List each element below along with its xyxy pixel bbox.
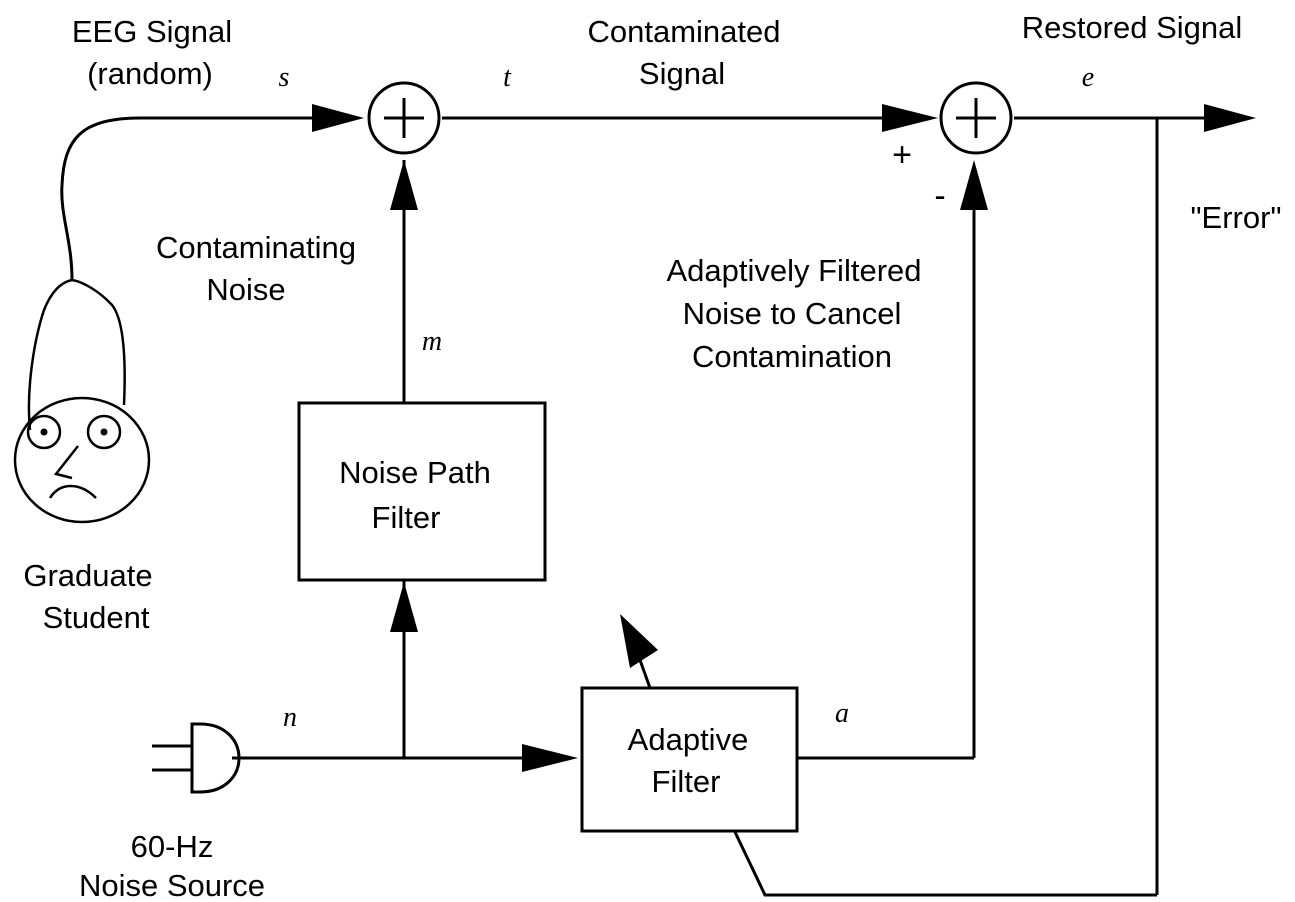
arrow-up-into-noise-path-filter	[390, 582, 418, 632]
arrow-into-adaptive-filter	[522, 744, 578, 772]
contaminating-noise-label-1: Contaminating	[156, 230, 356, 265]
signal-wires	[60, 116, 1212, 897]
noise-source-label-2: Noise Source	[79, 868, 265, 902]
noise-path-filter-label-2: Filter	[372, 500, 441, 535]
arrow-into-second-summer	[882, 104, 938, 132]
variable-m: m	[422, 326, 442, 357]
arrow-into-first-summer	[312, 104, 364, 132]
adaptive-note-label-3: Contamination	[692, 339, 892, 374]
eeg-signal-label: EEG Signal	[72, 14, 232, 49]
arrow-up-into-second-summer	[960, 160, 988, 210]
arrow-up-into-first-summer	[390, 160, 418, 210]
error-label: "Error"	[1191, 200, 1282, 235]
variable-a: a	[835, 698, 849, 729]
noise-path-filter-block: Noise Path Filter	[297, 401, 547, 582]
adaptive-filter-label-1: Adaptive	[628, 722, 749, 757]
arrowheads	[312, 104, 1256, 772]
arrow-output	[1204, 104, 1256, 132]
eeg-random-label: (random)	[87, 56, 213, 91]
variable-s: s	[279, 62, 290, 93]
student-face-icon	[13, 278, 151, 524]
noise-source-label-1: 60-Hz	[131, 829, 214, 864]
adaptive-note-label-2: Noise to Cancel	[683, 296, 902, 331]
contaminating-noise-label-2: Noise	[206, 272, 285, 307]
adaptive-filter-label-2: Filter	[652, 764, 721, 799]
contaminated-signal-label-2: Signal	[639, 56, 725, 91]
summing-junction-1	[367, 81, 441, 155]
summing-junction-2	[939, 81, 1013, 155]
variable-t: t	[503, 62, 512, 93]
variable-n: n	[283, 702, 297, 733]
contaminated-signal-label-1: Contaminated	[587, 14, 780, 49]
adaptation-arrow	[620, 614, 658, 668]
diagram-labels: EEG Signal (random) Contaminated Signal …	[23, 10, 1281, 902]
student-label-1: Graduate	[23, 558, 152, 593]
variable-labels: s t e m n a	[279, 62, 1095, 733]
student-label-2: Student	[43, 600, 150, 635]
variable-e: e	[1082, 62, 1094, 93]
adaptive-filter-block: Adaptive Filter	[580, 686, 799, 833]
adaptive-note-label-1: Adaptively Filtered	[666, 253, 921, 288]
minus-sign: -	[934, 177, 945, 215]
plus-sign: +	[892, 136, 912, 174]
plug-icon	[152, 722, 241, 794]
noise-path-filter-label-1: Noise Path	[339, 455, 491, 490]
restored-signal-label: Restored Signal	[1022, 10, 1243, 45]
